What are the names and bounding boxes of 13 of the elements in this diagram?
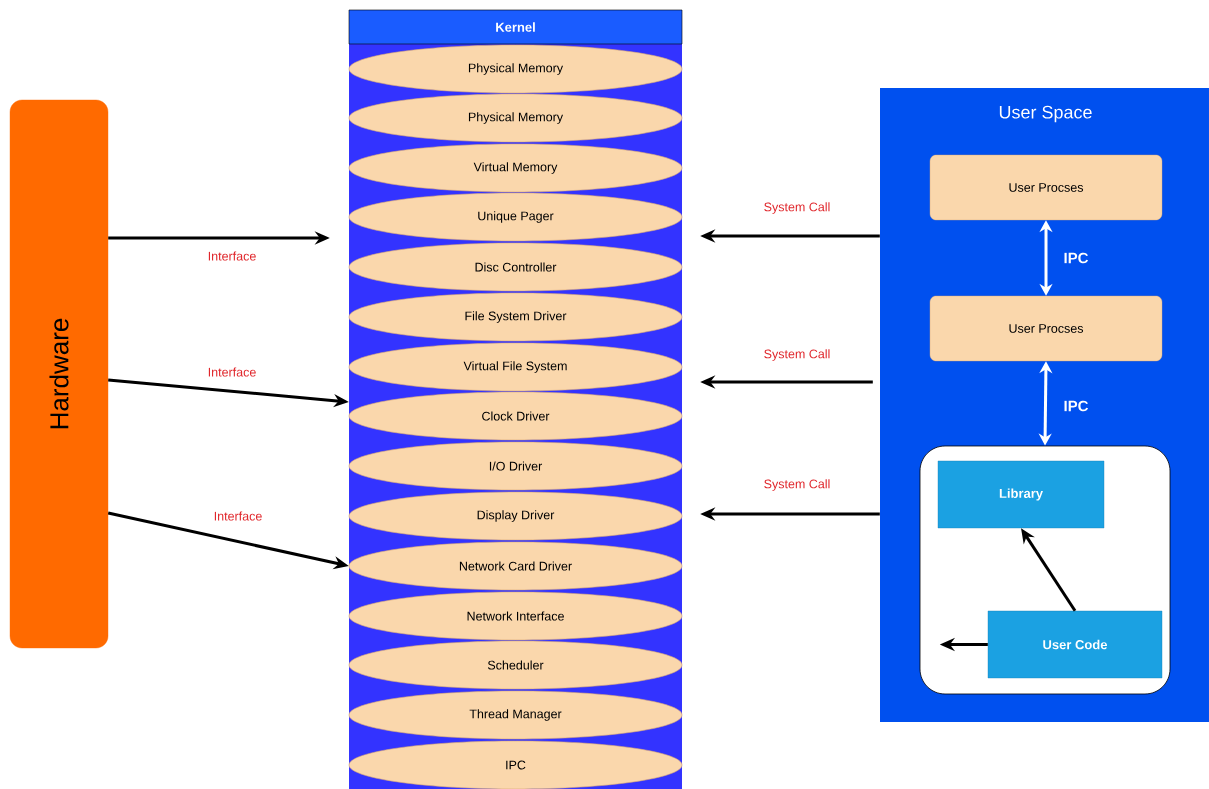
component-box: Library [937, 460, 1105, 529]
edge-label: System Call [762, 478, 832, 492]
component-box: User Code [987, 610, 1163, 679]
process-box: User Procses [929, 295, 1163, 362]
panel-title: User Space [999, 105, 1092, 123]
edge-label: Interface [206, 250, 258, 262]
hardware-block: Hardware [9, 99, 109, 649]
edge-label: System Call [762, 348, 832, 362]
edge-label: Interface [206, 366, 258, 378]
edge-label: System Call [762, 201, 832, 215]
process-box: User Procses [929, 154, 1163, 221]
edge-label: Interface [212, 510, 264, 522]
panel-header: Kernel [348, 9, 683, 45]
